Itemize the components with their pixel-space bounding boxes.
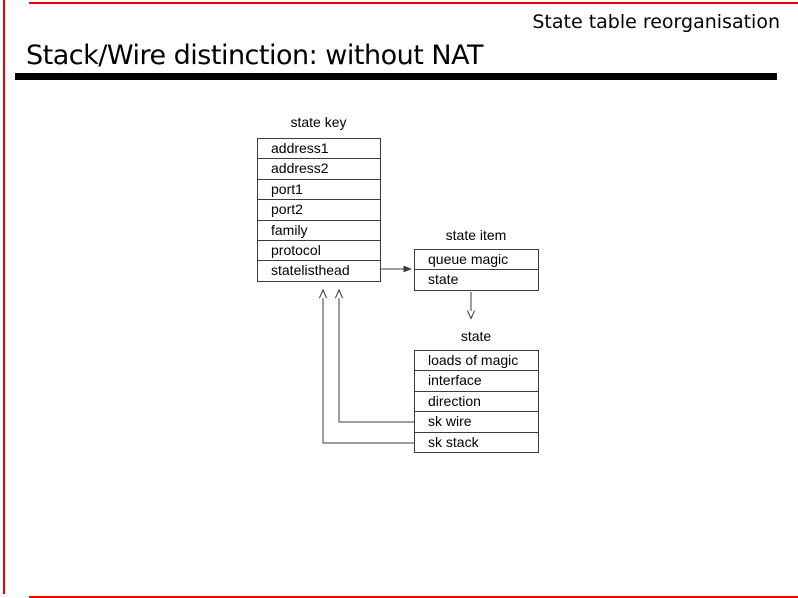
state-item-row-queue-magic: queue magic (428, 251, 509, 267)
arrow-sk-stack-to-state-key (318, 288, 414, 444)
state-row-interface: interface (415, 370, 538, 390)
slide-title: Stack/Wire distinction: without NAT (26, 40, 483, 71)
state-key-row-address1: address1 (271, 140, 329, 156)
state-key-row-family: family (258, 219, 380, 240)
state-row-direction: direction (415, 390, 538, 411)
slide-border-top (29, 2, 798, 4)
slide-border-bottom (29, 596, 798, 598)
state-key-row-statelisthead: statelisthead (258, 260, 380, 280)
state-key-table: address1 address2 port1 port2 family pro… (257, 138, 381, 282)
arrow-state-item-to-state (466, 292, 476, 320)
state-key-row-protocol: protocol (258, 239, 380, 260)
arrow-statelisthead-to-state-item (380, 265, 412, 273)
state-row-sk-wire: sk wire (415, 411, 538, 431)
state-key-row-port1: port1 (258, 178, 380, 199)
state-key-row-address2: address2 (258, 158, 380, 178)
state-key-row-port2: port2 (258, 199, 380, 219)
state-table: loads of magic interface direction sk wi… (414, 350, 539, 453)
state-item-table: queue magic state (414, 249, 539, 291)
arrow-sk-wire-to-state-key (334, 288, 414, 423)
state-row-sk-stack: sk stack (415, 431, 538, 452)
state-row-loads-of-magic: loads of magic (428, 352, 519, 368)
title-rule (15, 73, 777, 80)
slide-header: State table reorganisation (532, 11, 780, 33)
state-item-row-state: state (415, 269, 538, 289)
state-label: state (460, 328, 492, 344)
state-item-label: state item (445, 227, 507, 243)
slide-border-left (3, 0, 5, 594)
state-key-label: state key (290, 114, 347, 130)
